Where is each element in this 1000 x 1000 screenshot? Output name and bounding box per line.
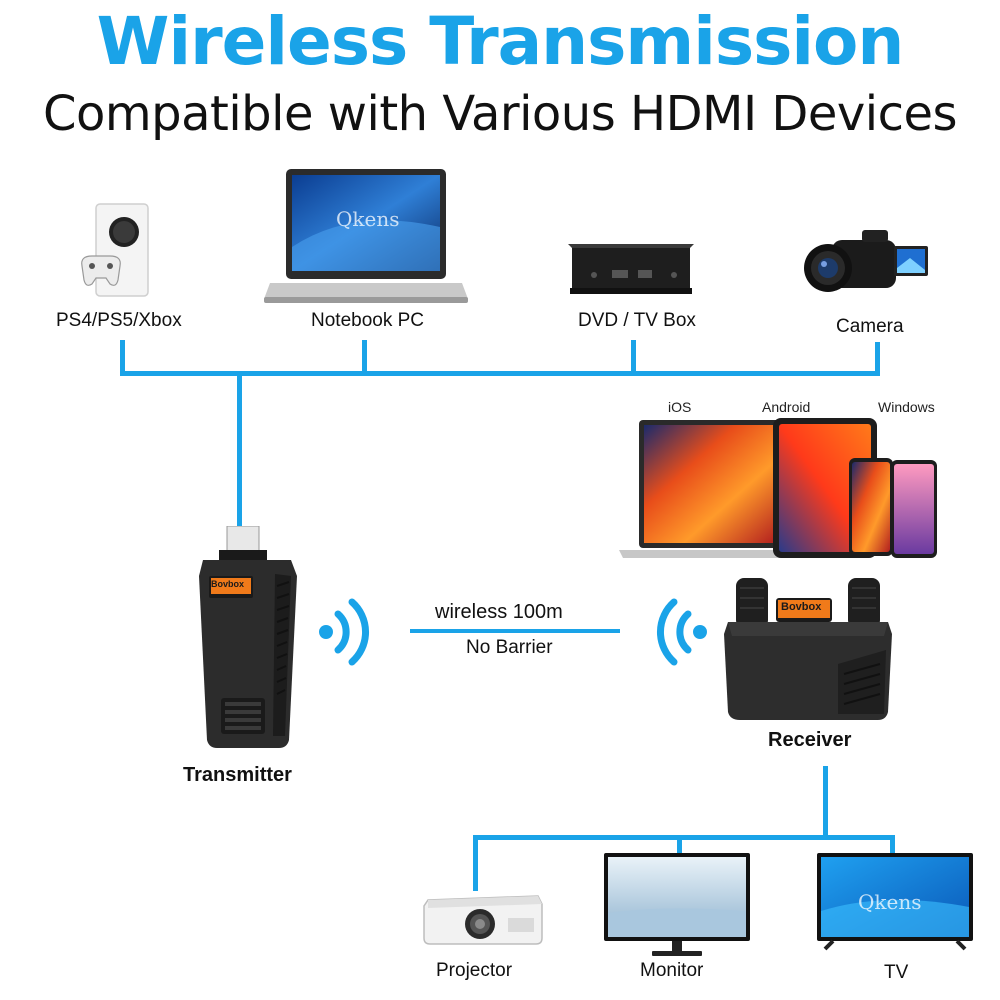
notebook-drop-line	[362, 340, 367, 376]
multi-os-devices-icon	[619, 418, 937, 558]
os-android-label: Android	[762, 399, 811, 415]
os-windows-label: Windows	[878, 399, 935, 415]
tv-drop-line	[890, 835, 895, 853]
transmitter-brand: Bovbox	[211, 579, 245, 589]
receiver-brand: Bovbox	[781, 601, 822, 613]
laptop-icon	[264, 169, 468, 303]
page-subtitle: Compatible with Various HDMI Devices	[42, 86, 958, 142]
monitor-icon	[604, 853, 750, 956]
console-label: PS4/PS5/Xbox	[56, 310, 182, 331]
os-ios-label: iOS	[668, 399, 692, 415]
projector-label: Projector	[436, 960, 513, 981]
tv-icon	[817, 853, 973, 951]
tv-label: TV	[884, 962, 909, 983]
wireless-condition-text: No Barrier	[466, 637, 553, 658]
monitor-label: Monitor	[640, 960, 704, 981]
wireless-link-line	[410, 629, 620, 633]
notebook-label: Notebook PC	[311, 310, 425, 331]
wifi-signal-left-icon	[657, 598, 707, 666]
receiver-icon	[724, 578, 892, 720]
console-drop-line	[120, 340, 125, 376]
monitor-drop-line	[677, 835, 682, 853]
tvbox-icon	[568, 244, 694, 294]
camera-label: Camera	[836, 316, 904, 337]
transmitter-icon	[199, 526, 297, 748]
projector-icon	[423, 895, 543, 945]
receiver-label: Receiver	[768, 729, 852, 751]
tvbox-drop-line	[631, 340, 636, 376]
output-bus-line	[473, 835, 895, 840]
tvbox-label: DVD / TV Box	[578, 310, 696, 331]
transmitter-feed-line	[237, 371, 242, 531]
watermark-tv: Qkens	[858, 890, 922, 914]
camera-drop-line	[875, 342, 880, 376]
receiver-drop-line	[823, 766, 828, 838]
source-bus-line	[120, 371, 880, 376]
watermark-laptop: Qkens	[336, 207, 400, 231]
wireless-range-text: wireless 100m	[435, 601, 563, 623]
wifi-signal-right-icon	[319, 598, 369, 666]
transmitter-label: Transmitter	[183, 764, 292, 786]
camera-icon	[804, 230, 928, 292]
projector-drop-line	[473, 835, 478, 891]
page-title: Wireless Transmission	[96, 3, 905, 80]
console-icon	[81, 203, 149, 297]
